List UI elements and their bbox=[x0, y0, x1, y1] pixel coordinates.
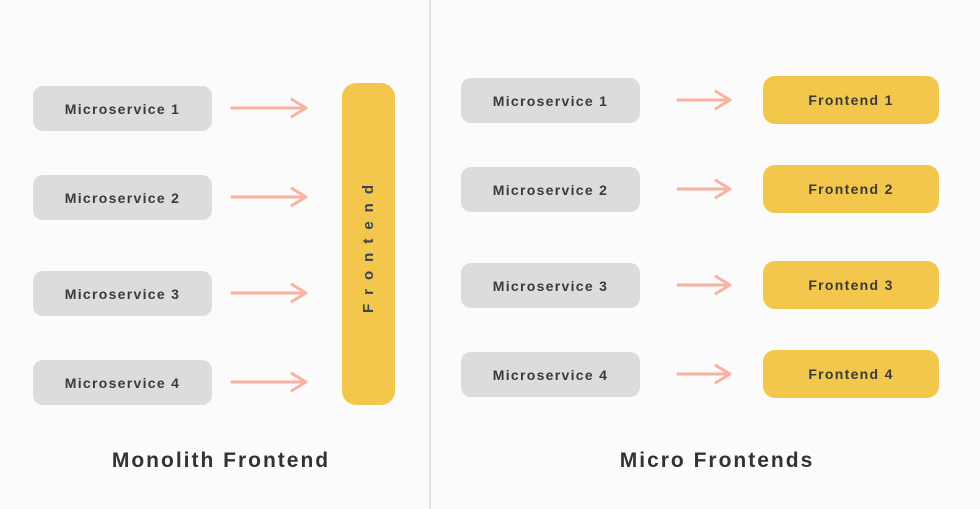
micro-frontend-label-3: Frontend 3 bbox=[808, 277, 894, 293]
micro-frontend-box-1: Frontend 1 bbox=[763, 76, 939, 124]
monolith-microservice-label-3: Microservice 3 bbox=[64, 285, 181, 302]
arrow-right-icon bbox=[230, 370, 310, 394]
arrow-right-icon bbox=[230, 96, 310, 120]
monolith-panel-title: Monolith Frontend bbox=[111, 449, 331, 472]
micro-panel-title: Micro Frontends bbox=[619, 449, 815, 472]
monolith-microservice-box-4: Microservice 4 bbox=[33, 360, 212, 405]
micro-microservice-label-3: Microservice 3 bbox=[492, 277, 609, 294]
micro-frontend-label-1: Frontend 1 bbox=[808, 92, 894, 108]
panel-divider bbox=[429, 0, 431, 509]
monolith-frontend-bar: Frontend bbox=[342, 83, 395, 405]
micro-microservice-box-1: Microservice 1 bbox=[461, 78, 640, 123]
monolith-microservice-label-4: Microservice 4 bbox=[64, 374, 181, 391]
micro-frontend-label-4: Frontend 4 bbox=[808, 366, 894, 382]
micro-frontend-box-4: Frontend 4 bbox=[763, 350, 939, 398]
monolith-microservice-label-2: Microservice 2 bbox=[64, 189, 181, 206]
micro-frontend-label-2: Frontend 2 bbox=[808, 181, 894, 197]
micro-microservice-box-3: Microservice 3 bbox=[461, 263, 640, 308]
arrow-right-icon bbox=[230, 281, 310, 305]
arrow-right-icon bbox=[676, 273, 734, 297]
monolith-microservice-box-3: Microservice 3 bbox=[33, 271, 212, 316]
monolith-microservice-label-1: Microservice 1 bbox=[64, 100, 181, 117]
micro-microservice-box-4: Microservice 4 bbox=[461, 352, 640, 397]
arrow-right-icon bbox=[676, 88, 734, 112]
micro-frontend-box-3: Frontend 3 bbox=[763, 261, 939, 309]
monolith-microservice-box-1: Microservice 1 bbox=[33, 86, 212, 131]
monolith-frontend-label: Frontend bbox=[360, 175, 377, 313]
micro-microservice-box-2: Microservice 2 bbox=[461, 167, 640, 212]
micro-frontend-box-2: Frontend 2 bbox=[763, 165, 939, 213]
micro-microservice-label-1: Microservice 1 bbox=[492, 92, 609, 109]
monolith-microservice-box-2: Microservice 2 bbox=[33, 175, 212, 220]
arrow-right-icon bbox=[676, 177, 734, 201]
micro-microservice-label-2: Microservice 2 bbox=[492, 181, 609, 198]
arrow-right-icon bbox=[676, 362, 734, 386]
arrow-right-icon bbox=[230, 185, 310, 209]
micro-microservice-label-4: Microservice 4 bbox=[492, 366, 609, 383]
